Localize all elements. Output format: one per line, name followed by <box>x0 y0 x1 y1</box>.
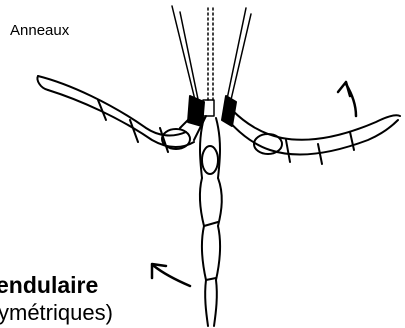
ring-cables <box>172 6 251 104</box>
arrow-up-icon <box>338 82 356 116</box>
gymnast-left <box>37 76 206 152</box>
gymnast-right <box>226 110 400 164</box>
gymnast-center <box>200 118 222 326</box>
arrow-up-left-icon <box>152 264 190 286</box>
movement-subtitle: ymétriques) <box>0 300 113 326</box>
movement-title: endulaire <box>0 272 98 299</box>
apparatus-label: Anneaux <box>10 22 69 39</box>
